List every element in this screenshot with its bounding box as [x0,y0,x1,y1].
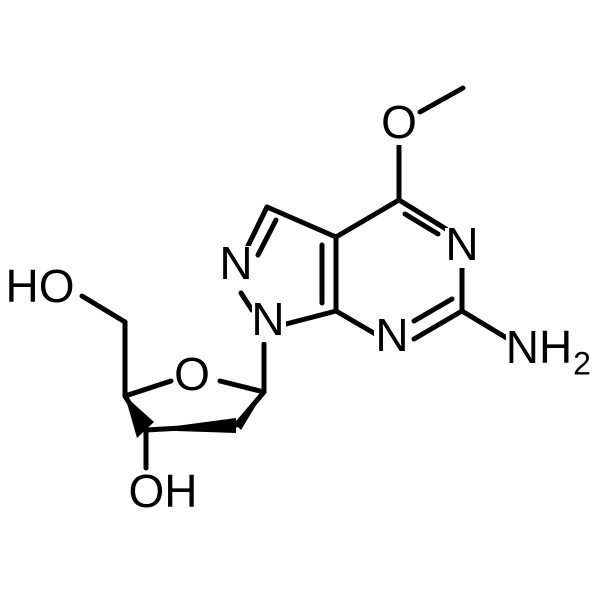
o4-c4-bond [122,378,174,399]
methyl-bond [417,85,466,115]
wedge-c1-c2 [236,392,264,430]
ring-oxygen-label: O [174,348,210,400]
pyrazole-top-nitrogen-label: N [219,237,252,289]
c3-n2-double-bond [255,217,279,258]
c4-n3-bond [396,197,449,232]
pyrazole-bottom-nitrogen-label: N [251,293,284,345]
amino-label: NH [506,321,572,373]
top-hydroxyl-label: HO [6,260,75,312]
n2-n1-bond [238,290,255,313]
methoxy-oxygen-label: O [381,96,417,148]
c2-n1-bond [411,308,465,342]
c2-n1-double-bond [411,296,455,324]
c5-ohtop-bond [79,293,128,325]
c4a-c3-bond [264,204,339,240]
amino-subscript-label: 2 [573,345,591,381]
wedge-c4-c3 [125,396,154,438]
pyrimidine-bottom-nitrogen-label: N [375,309,408,361]
bond-layer [79,85,513,471]
wedge-layer [125,392,264,438]
c3-n2-bond [243,204,270,253]
n1-c7a-bond [283,308,339,327]
label-mask-layer [4,105,594,515]
bottom-hydroxyl-label: OH [129,465,198,517]
c4-c4a-bond [333,197,402,240]
wedge-c3-c2 [146,418,236,433]
c4-n3-double-bond [402,211,441,237]
label-layer: O N N N N O HO OH NH 2 [6,96,591,517]
pyrimidine-top-nitrogen-label: N [445,218,478,270]
amino-bond [459,308,513,343]
c1-o4-bond [217,378,267,395]
